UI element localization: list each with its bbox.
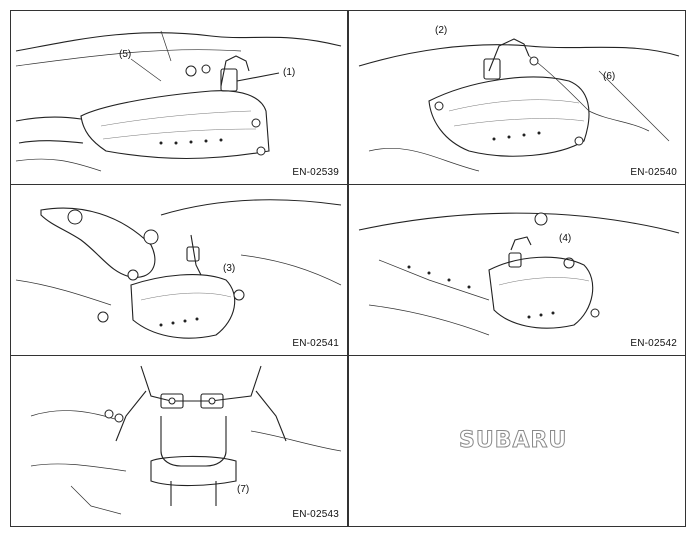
callout-3: (3): [223, 263, 236, 274]
drawing-code: EN-02543: [292, 509, 339, 520]
subaru-logo-text: SUBARU: [458, 428, 568, 454]
rear-oxygen-sensor-drawing: [358, 38, 680, 172]
callout-2: (2): [435, 25, 448, 36]
panel-en-02539: (1) (5) EN-02539: [10, 10, 348, 185]
panel-en-02540: (2) (6) EN-02540: [348, 10, 686, 185]
panel-brand: SUBARU: [348, 355, 686, 527]
callout-4: (4): [559, 233, 572, 244]
underbody-exhaust-drawing: [30, 365, 342, 515]
drawing-code: EN-02540: [630, 167, 677, 178]
callout-1: (1): [283, 67, 296, 78]
panel-en-02542: (4) EN-02542: [348, 184, 686, 356]
panel-en-02543: (7) EN-02543: [10, 355, 348, 527]
front-oxygen-sensor-drawing: [15, 30, 342, 172]
callout-6: (6): [603, 71, 616, 82]
callout-7: (7): [237, 484, 250, 495]
sensor-connector-drawing: [15, 199, 342, 339]
rear-sensor-connector-drawing: [358, 212, 680, 336]
drawing-code: EN-02539: [292, 167, 339, 178]
panel-en-02541: (3) EN-02541: [10, 184, 348, 356]
drawing-code: EN-02541: [292, 338, 339, 349]
drawing-code: EN-02542: [630, 338, 677, 349]
callout-5: (5): [119, 49, 132, 60]
